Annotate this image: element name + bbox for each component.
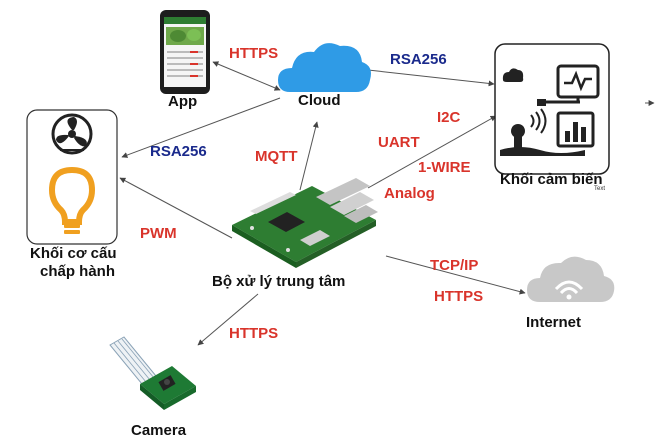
arrow-cpu-sensor xyxy=(367,115,497,189)
arrow-cpu-cloud xyxy=(299,121,319,191)
protocol-tcpip: TCP/IP xyxy=(430,257,479,274)
fan-bulb-icon xyxy=(26,109,118,245)
arrow-cloud-sensor xyxy=(367,69,495,87)
internet-label: Internet xyxy=(526,314,582,331)
actuator-label-line2: chấp hành xyxy=(40,263,116,280)
raspberry-pi-board-icon xyxy=(232,178,378,268)
arrow-cpu-internet xyxy=(385,255,526,295)
sensor-label: Khối cảm biến xyxy=(500,171,603,188)
protocol-internet-https: HTTPS xyxy=(434,288,484,305)
protocol-camera-https: HTTPS xyxy=(229,325,279,342)
camera-module-icon xyxy=(109,336,196,410)
protocol-1wire: 1-WIRE xyxy=(418,159,471,176)
cloud-icon xyxy=(278,43,371,92)
protocol-i2c: I2C xyxy=(437,109,461,126)
connection-arrows xyxy=(119,61,655,346)
protocol-cloud-actuator: RSA256 xyxy=(150,143,207,160)
actuator-label-line1: Khối cơ cấu xyxy=(30,245,117,262)
protocol-pwm: PWM xyxy=(140,225,177,242)
camera-label: Camera xyxy=(131,422,187,439)
sensor-panel-icon xyxy=(494,43,610,175)
smartphone-icon xyxy=(160,10,210,94)
cpu-label: Bộ xử lý trung tâm xyxy=(212,273,346,290)
protocol-analog: Analog xyxy=(384,185,435,202)
arrow-cloud-actuator xyxy=(121,97,281,158)
arrow-cpu-camera xyxy=(197,293,259,346)
app-label: App xyxy=(168,93,198,110)
protocol-cpu-cloud: MQTT xyxy=(255,148,298,165)
protocol-uart: UART xyxy=(378,134,420,151)
arrow-cpu-actuator xyxy=(119,177,233,239)
protocol-app-cloud: HTTPS xyxy=(229,45,279,62)
cloud-label: Cloud xyxy=(298,92,341,109)
sensor-small-text: Text xyxy=(594,186,606,192)
arrow-app-cloud xyxy=(212,61,281,91)
protocol-cloud-sensor: RSA256 xyxy=(390,51,447,68)
wifi-cloud-icon xyxy=(527,256,615,302)
